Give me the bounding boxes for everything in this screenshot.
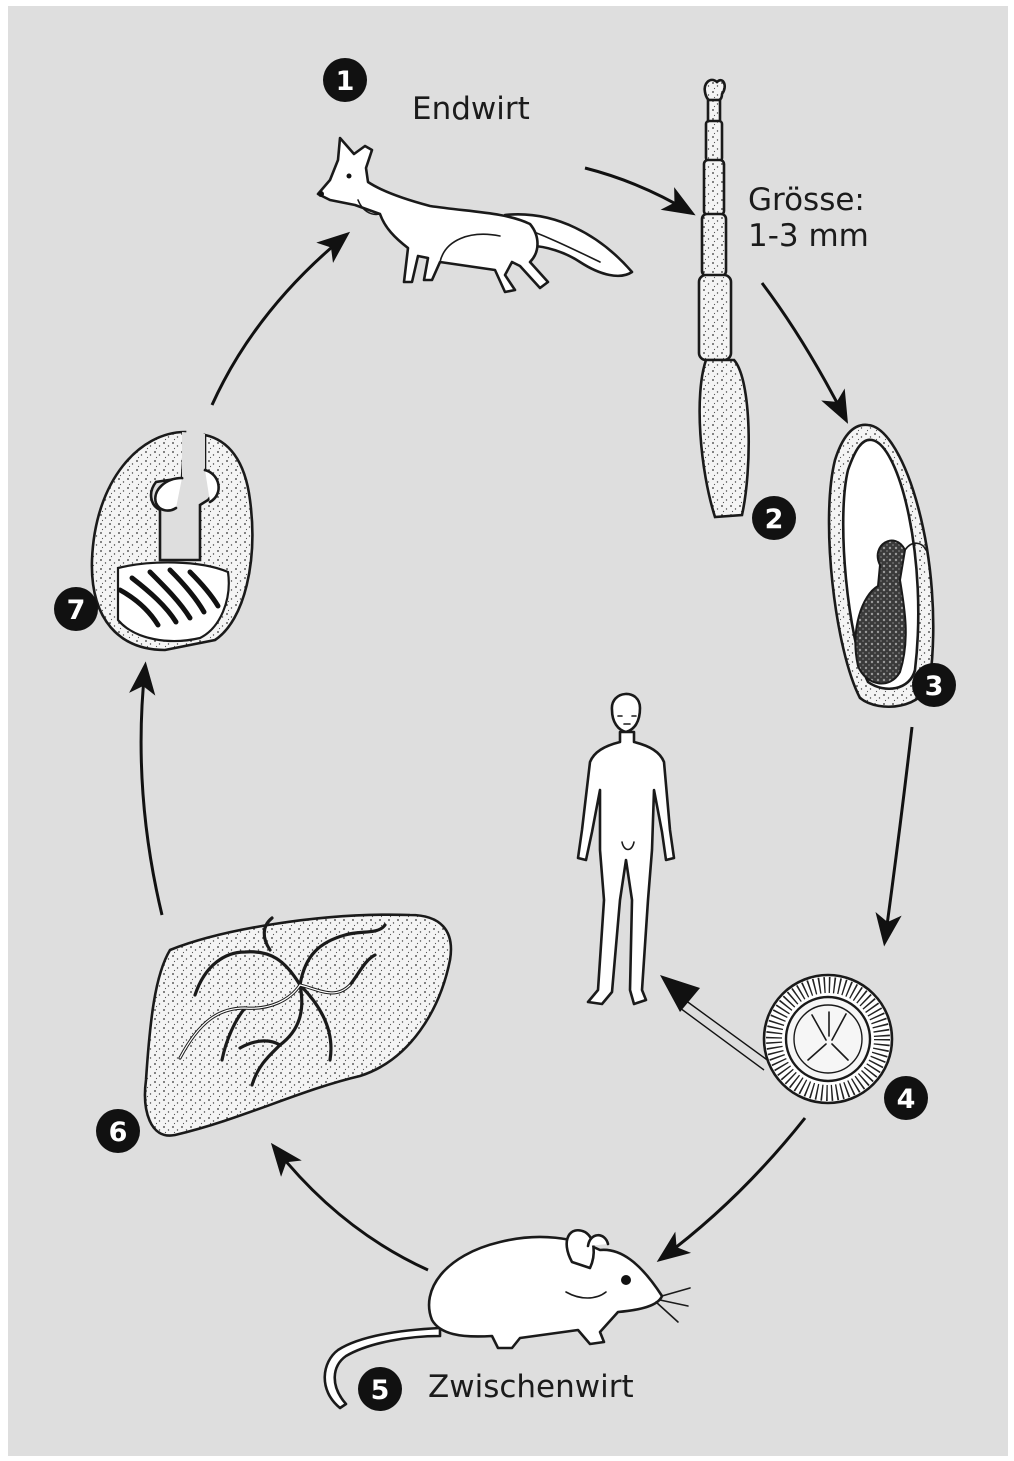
arrow-liver-to-cyst	[141, 668, 162, 915]
tapeworm-illustration	[699, 80, 749, 517]
svg-text:3: 3	[925, 671, 944, 702]
human-illustration	[578, 694, 674, 1004]
arrow-mouse-to-liver	[275, 1148, 428, 1270]
arrow-proglottid-to-egg	[885, 727, 912, 940]
svg-text:2: 2	[765, 504, 784, 535]
arrow-tapeworm-to-proglottid	[762, 283, 845, 418]
stage-number-2: 2	[752, 496, 796, 540]
egg-illustration	[764, 975, 892, 1103]
svg-text:1: 1	[336, 66, 355, 97]
arrow-egg-to-human	[660, 975, 770, 1070]
cyst-illustration	[92, 432, 252, 650]
svg-text:5: 5	[371, 1375, 390, 1406]
stage-number-4: 4	[884, 1076, 928, 1120]
proglottid-illustration	[829, 425, 933, 707]
intermediate-host-label: Zwischenwirt	[428, 1370, 634, 1406]
stage-number-7: 7	[54, 587, 98, 631]
definitive-host-label: Endwirt	[412, 92, 530, 128]
stage-number-6: 6	[96, 1109, 140, 1153]
svg-text:7: 7	[67, 595, 86, 626]
arrow-fox-to-tapeworm	[585, 168, 690, 212]
liver-illustration	[145, 915, 451, 1136]
stage-number-5: 5	[358, 1367, 402, 1411]
stage-number-3: 3	[912, 663, 956, 707]
svg-text:6: 6	[109, 1117, 128, 1148]
stage-number-1: 1	[323, 58, 367, 102]
arrow-cyst-to-fox	[212, 236, 345, 405]
svg-text:4: 4	[897, 1084, 916, 1115]
fox-illustration	[318, 138, 632, 292]
size-label: Grösse: 1-3 mm	[748, 183, 869, 254]
arrow-egg-to-mouse	[662, 1118, 805, 1258]
